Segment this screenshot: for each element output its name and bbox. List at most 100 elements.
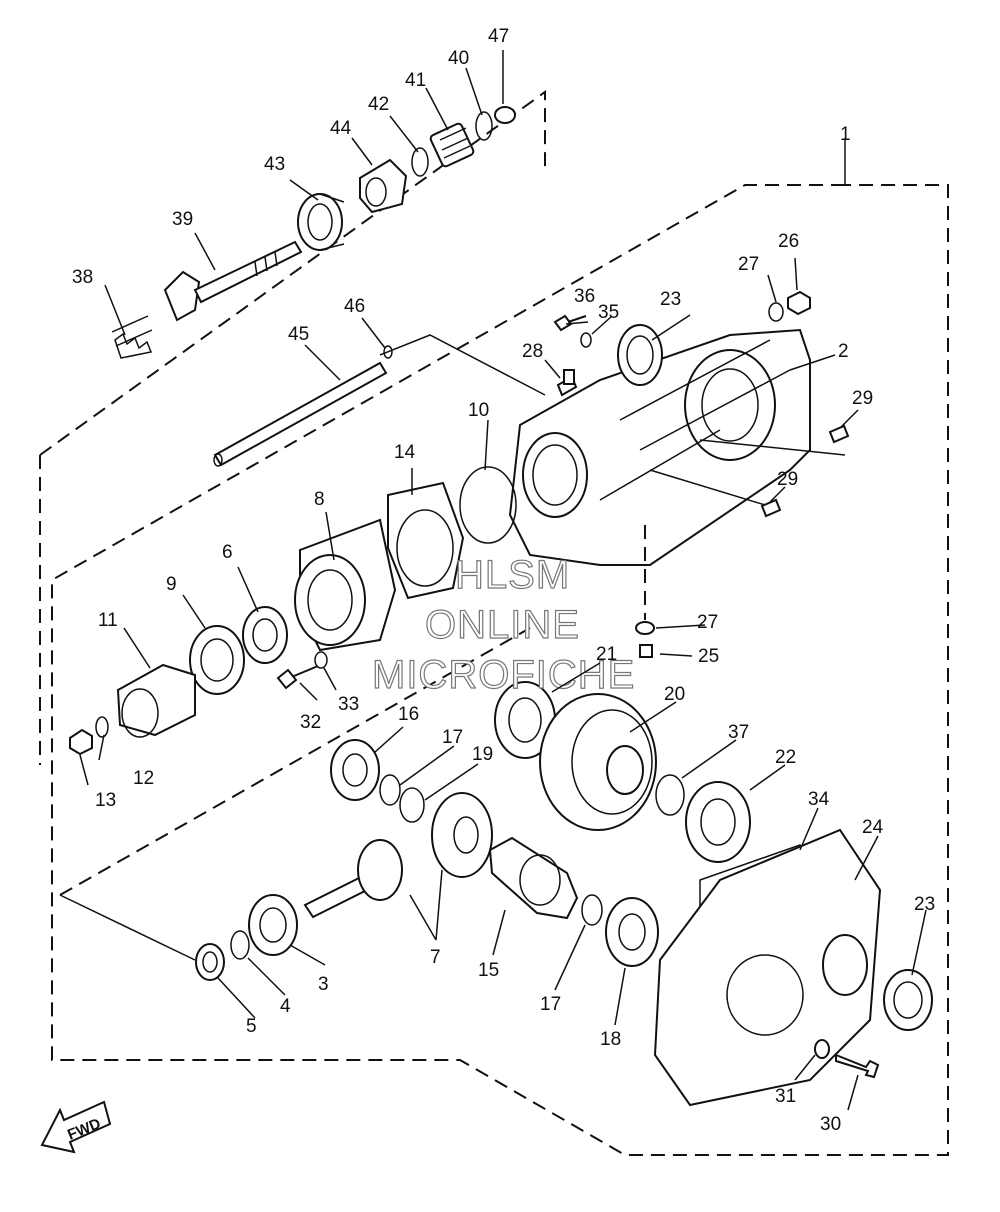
pinion-shaft-7 [303, 839, 403, 919]
sleeve-44 [359, 158, 408, 214]
callout-label: 26 [778, 231, 799, 252]
callout-label: 9 [166, 574, 177, 595]
circlip-42 [411, 147, 429, 177]
shaft-39 [163, 240, 303, 322]
callout-label: 17 [540, 994, 561, 1015]
dowel-29-right [828, 424, 850, 444]
assembly-boundary [39, 90, 949, 1156]
callout-label: 22 [775, 747, 796, 768]
callout-label: 2 [838, 341, 849, 362]
bearing-43 [297, 193, 345, 251]
callout-leaders [79, 50, 927, 1111]
callout-label: 34 [808, 789, 830, 810]
spring-38 [111, 315, 153, 359]
oil-seal-6 [242, 606, 288, 664]
callout-label: 13 [95, 790, 116, 811]
o-ring-10 [459, 466, 517, 544]
oil-seal-23-top [617, 324, 663, 386]
shim-19 [399, 787, 425, 823]
callout-label: 11 [98, 610, 118, 631]
coupling-11 [116, 663, 196, 738]
bearing-21 [494, 681, 556, 759]
plug-25 [639, 644, 653, 658]
shim-37 [655, 774, 685, 816]
callout-label: 36 [574, 286, 595, 307]
gear-20 [539, 693, 657, 831]
callout-label: 17 [442, 727, 463, 748]
washer-27-top [768, 302, 784, 322]
gasket-14 [387, 481, 465, 600]
bearing-16 [330, 739, 380, 801]
callout-label: 7 [430, 947, 441, 968]
callout-label: 5 [246, 1016, 257, 1037]
bearing-9 [189, 625, 245, 695]
nut-13 [69, 728, 93, 756]
callout-label: 28 [522, 341, 543, 362]
watermark-line3: MICROFICHE [372, 653, 635, 697]
callout-label: 47 [488, 26, 509, 47]
washer-31 [814, 1039, 830, 1059]
bearing-22 [685, 781, 751, 863]
bearing-18 [605, 897, 659, 967]
callout-label: 35 [598, 302, 619, 323]
bevel-gear-7-ring [431, 792, 493, 878]
oil-seal-5 [195, 943, 225, 981]
callout-label: 29 [777, 469, 798, 490]
callout-label: 6 [222, 542, 233, 563]
callout-label: 15 [478, 960, 499, 981]
callout-label: 27 [697, 612, 718, 633]
callout-label: 46 [344, 296, 365, 317]
bolt-26 [787, 290, 811, 316]
callout-label: 25 [698, 646, 719, 667]
callout-label: 18 [600, 1029, 621, 1050]
pin-46 [383, 345, 393, 359]
leader-rod [379, 334, 546, 396]
callout-label: 37 [728, 722, 749, 743]
callout-label: 30 [820, 1114, 841, 1135]
washer-33 [314, 651, 328, 669]
callout-label: 20 [664, 684, 685, 705]
bolt-30 [835, 1053, 880, 1079]
pinion-15 [488, 836, 579, 920]
washer-12 [95, 716, 109, 738]
callout-label: 45 [288, 324, 309, 345]
callout-label: 44 [330, 118, 352, 139]
callout-label: 3 [318, 974, 329, 995]
leader-dowel-2 [649, 469, 766, 506]
leader-pinion [59, 894, 196, 961]
rod-45 [213, 361, 388, 467]
callout-label: 1 [840, 124, 851, 145]
needle-bearing-41 [429, 122, 475, 168]
callout-label: 33 [338, 694, 359, 715]
oil-seal-23-bottom [883, 969, 933, 1031]
shim-17-lower [581, 894, 603, 926]
bearing-housing-8 [294, 518, 397, 652]
shim-17-upper [379, 774, 401, 806]
callout-label: 32 [300, 712, 321, 733]
callout-label: 4 [280, 996, 291, 1017]
callout-label: 43 [264, 154, 285, 175]
callout-label: 39 [172, 209, 193, 230]
callout-label: 24 [862, 817, 884, 838]
callout-label: 29 [852, 388, 873, 409]
callout-label: 23 [660, 289, 681, 310]
leader-dowel [699, 439, 846, 456]
callout-label: 8 [314, 489, 325, 510]
gear-case-cover-24 [653, 828, 882, 1107]
callout-label: 21 [596, 644, 617, 665]
watermark-line1: HLSM [455, 553, 570, 597]
callout-label: 40 [448, 48, 469, 69]
callout-label: 27 [738, 254, 759, 275]
cap-47 [494, 106, 516, 124]
callout-label: 14 [394, 442, 416, 463]
washer-35 [580, 332, 592, 348]
breather-28 [556, 369, 578, 397]
callout-label: 23 [914, 894, 935, 915]
callout-label: 38 [72, 267, 93, 288]
callout-labels: 1 2 3 4 5 6 7 8 9 10 11 12 13 14 15 16 1… [72, 26, 935, 1135]
circlip-40 [475, 111, 493, 141]
gear-case-2 [508, 328, 811, 566]
callout-label: 16 [398, 704, 419, 725]
forward-direction-arrow-icon: FWD [40, 1100, 112, 1154]
